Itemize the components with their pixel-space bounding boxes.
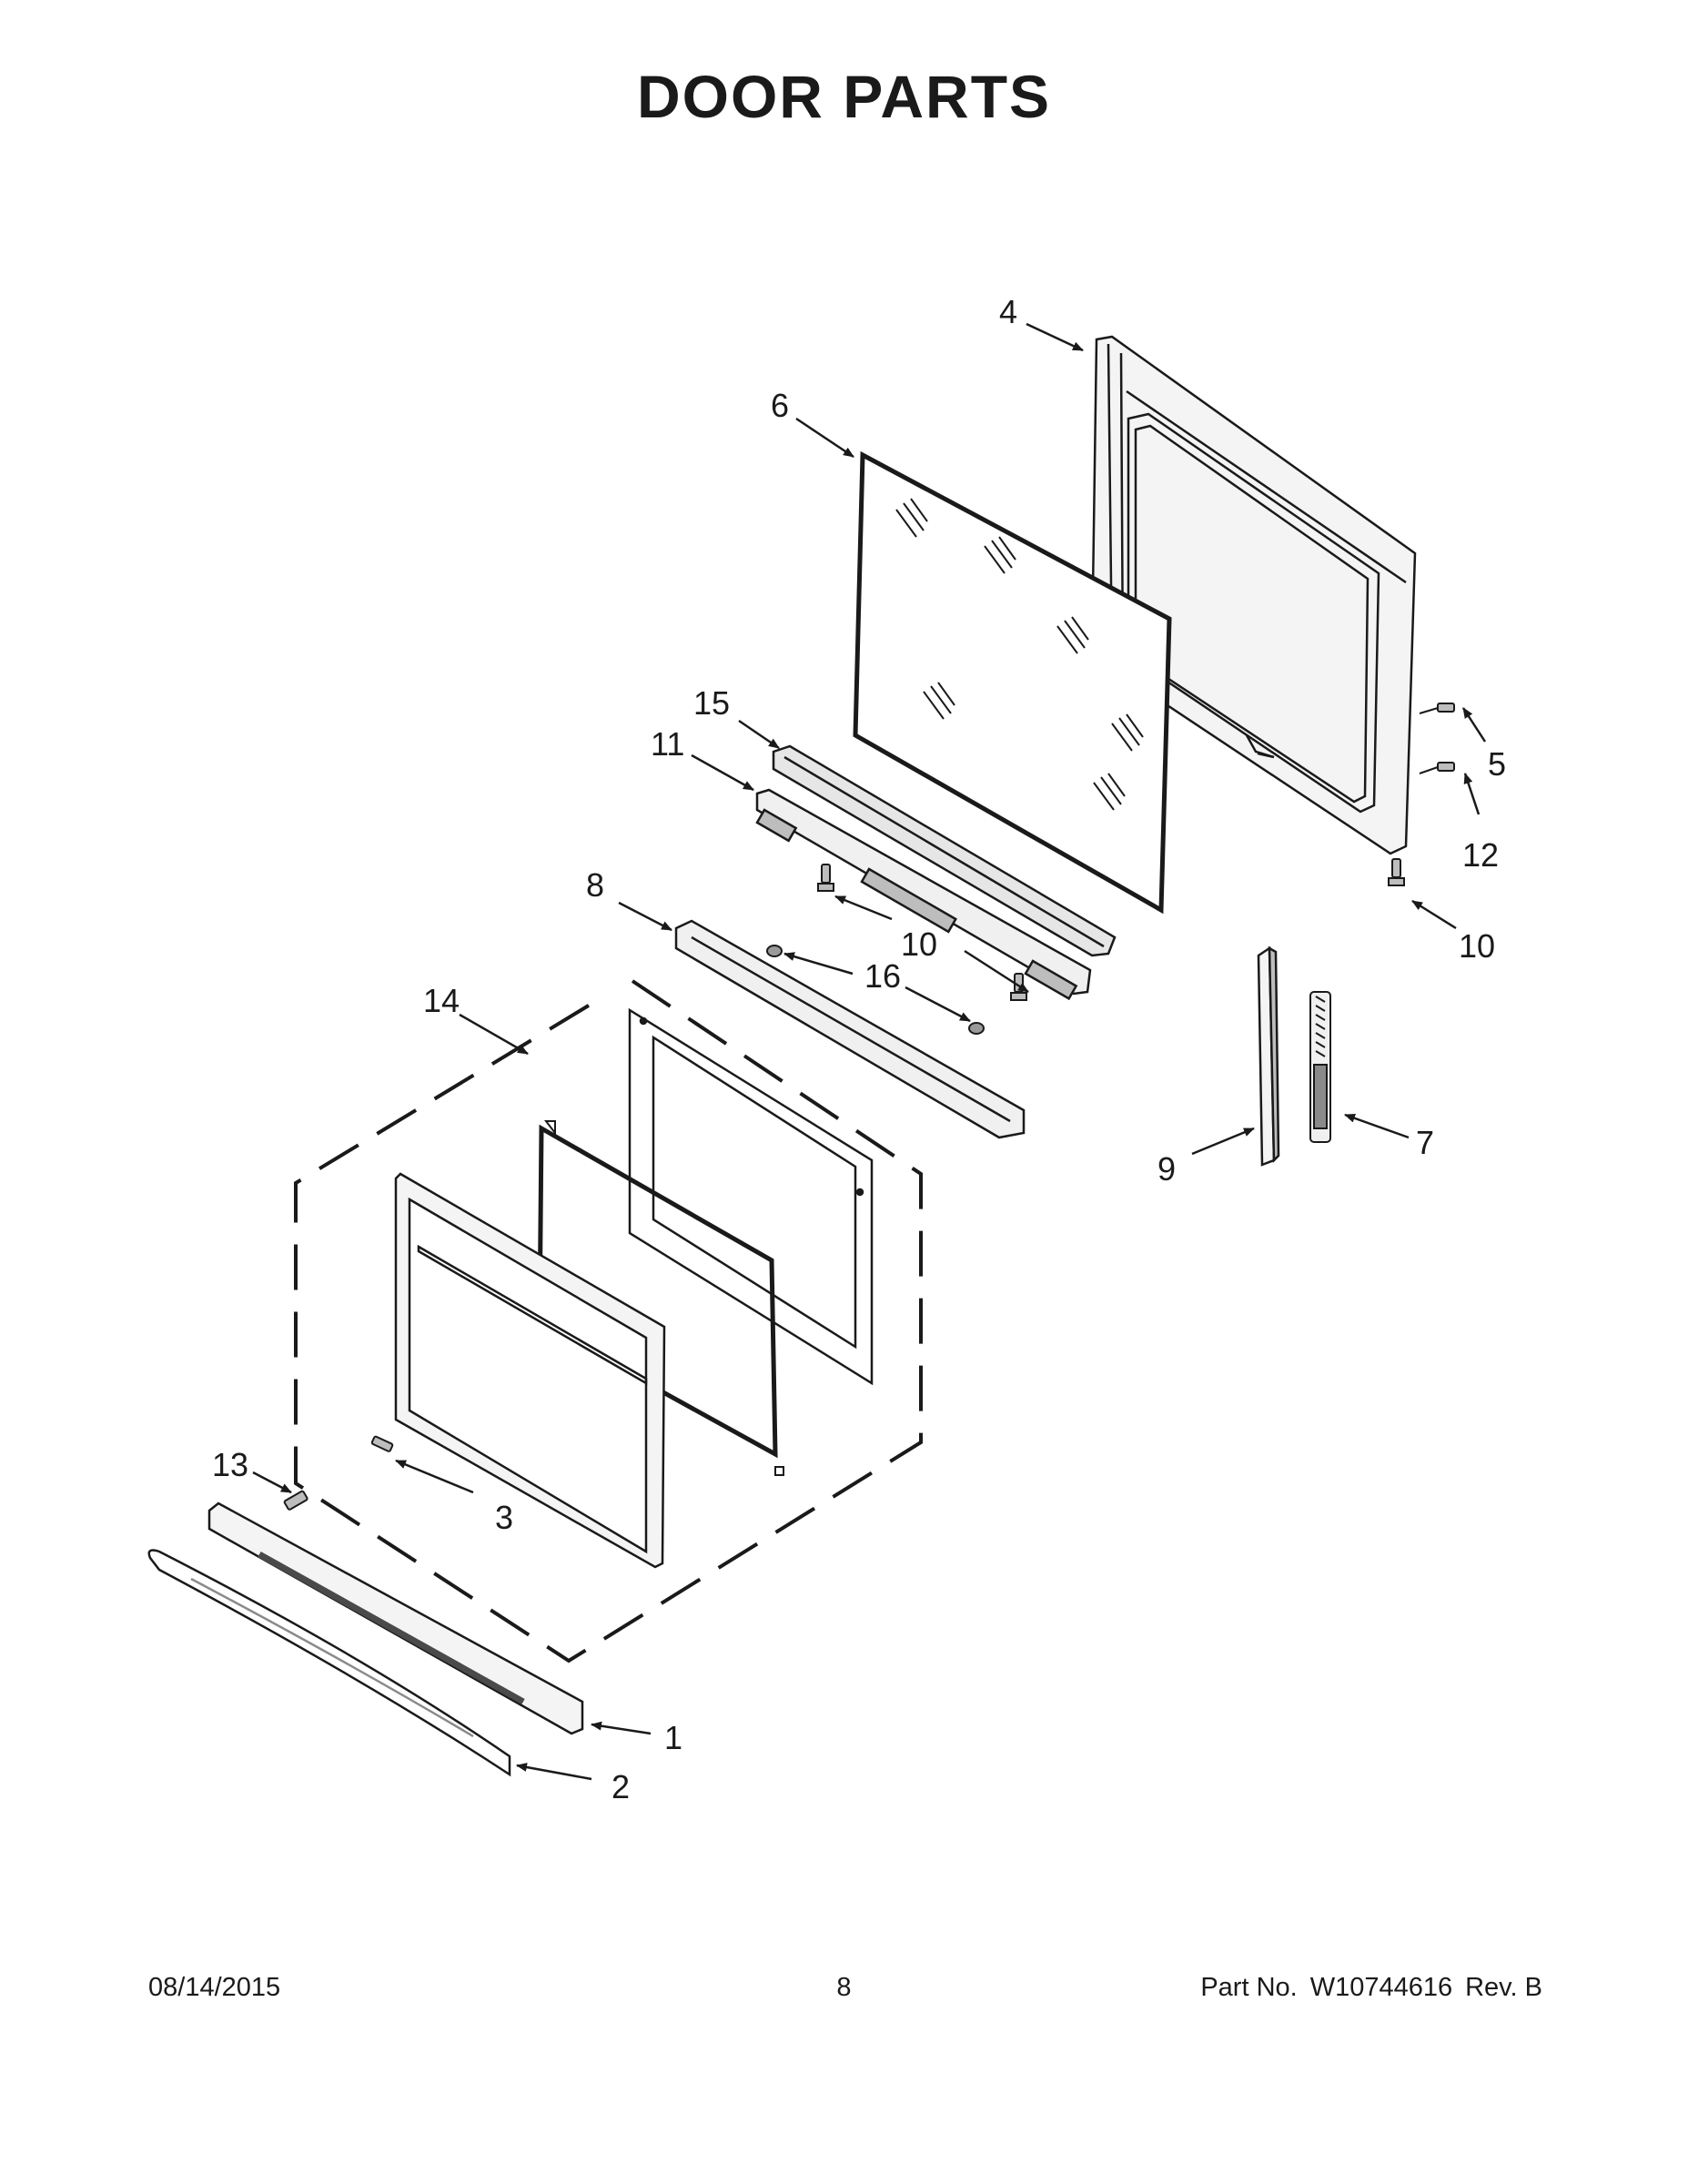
part-15-channel — [772, 744, 1117, 957]
leader-5 — [1461, 707, 1487, 743]
part-8-support-bar — [674, 919, 1026, 1139]
leader-9 — [1191, 1127, 1255, 1156]
leader-14 — [459, 1013, 529, 1056]
part-16-grommet — [766, 945, 985, 1035]
callout-13: 13 — [212, 1446, 248, 1483]
rear-window-frame — [628, 1007, 874, 1386]
leader-2 — [516, 1763, 592, 1781]
part-14-assembly-outline — [294, 979, 923, 1663]
screw-part-13 — [283, 1490, 308, 1511]
footer-page-number: 8 — [836, 1973, 852, 2002]
outer-door-frame — [394, 1172, 666, 1569]
callout-11: 11 — [651, 725, 684, 763]
part-11-rail — [755, 788, 1092, 1001]
part-number: W10744616 — [1309, 1973, 1453, 2002]
part-number-label: Part No. — [1200, 1973, 1298, 2002]
part-6-glass — [853, 450, 1172, 915]
leader-3 — [395, 1459, 474, 1494]
revision: Rev. B — [1465, 1973, 1542, 2002]
footer-part-info: Part No. W10744616 Rev. B — [1200, 1973, 1542, 2003]
leader-4 — [1026, 322, 1084, 352]
leader-15 — [738, 719, 780, 750]
leader-1 — [591, 1721, 652, 1735]
callout-5: 5 — [1488, 745, 1506, 783]
part-7-hinge — [1309, 991, 1331, 1143]
screw-part-5 — [1419, 703, 1455, 714]
page-title: DOOR PARTS — [636, 63, 1052, 130]
leader-6 — [795, 417, 854, 459]
screw-part-10-right — [1388, 858, 1405, 886]
callout-16: 16 — [864, 957, 901, 995]
callout-14: 14 — [423, 982, 460, 1019]
leader-7 — [1344, 1113, 1410, 1139]
leader-13 — [252, 1471, 292, 1494]
part-4-inner-door — [1090, 335, 1417, 855]
screw-part-10-center — [817, 864, 834, 892]
callout-10-right: 10 — [1459, 927, 1495, 965]
callout-12: 12 — [1462, 836, 1499, 874]
callout-6: 6 — [771, 387, 789, 424]
footer-date: 08/14/2015 — [148, 1973, 281, 2002]
leader-10-right — [1411, 899, 1457, 930]
leader-16b — [905, 986, 971, 1023]
leader-16a — [783, 952, 854, 976]
callout-3: 3 — [495, 1499, 513, 1536]
callout-10-center: 10 — [901, 925, 937, 963]
callout-7: 7 — [1416, 1124, 1434, 1161]
callout-8: 8 — [586, 866, 604, 904]
callout-9: 9 — [1157, 1150, 1176, 1188]
part-2-handle — [147, 1549, 511, 1777]
callout-2: 2 — [612, 1768, 630, 1805]
screw-part-3 — [370, 1435, 394, 1452]
callout-4: 4 — [999, 293, 1017, 330]
screw-parts — [283, 703, 1455, 1511]
part-9-hinge-receptacle — [1257, 945, 1280, 1167]
leader-10-center — [834, 895, 893, 921]
part-1-trim — [207, 1502, 584, 1735]
leader-12 — [1463, 773, 1481, 815]
leader-8 — [618, 901, 672, 932]
callout-15: 15 — [693, 684, 730, 722]
callout-leaders — [252, 322, 1487, 1781]
leader-10-lower — [964, 949, 1029, 994]
callout-numbers: 4 6 5 12 10 15 11 8 10 16 14 9 7 13 3 1 … — [212, 293, 1506, 1805]
screw-part-12 — [1419, 762, 1455, 774]
leader-11 — [691, 753, 754, 792]
callout-1: 1 — [664, 1719, 682, 1756]
